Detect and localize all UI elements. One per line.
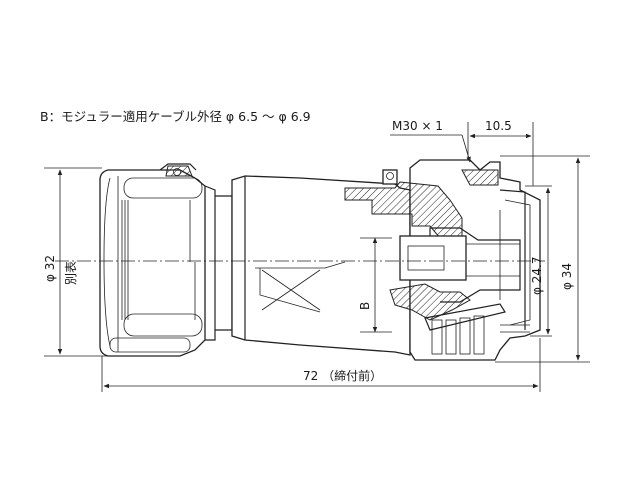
thread-label: M30 × 1 [392,119,443,133]
thread-length-label: 10.5 [485,119,512,133]
inner-diameter-dimension: φ 24.7 [525,185,552,337]
overall-length-dimension: 72 （締付前） [101,338,541,392]
outer-diameter-dimension: φ 34 [495,155,590,363]
clamp-nut [99,163,233,357]
left-diameter-label: φ 32 [43,255,57,282]
overall-length-label: 72 （締付前） [303,368,382,383]
cable-diameter-note: B：モジュラー適用ケーブル外径 φ 6.5 ～ φ 6.9 [40,109,311,124]
coupling-section [344,159,541,361]
outer-diameter-label: φ 34 [560,263,574,290]
inner-diameter-label: φ 24.7 [530,257,544,295]
thread-dimension: M30 × 1 10.5 [390,119,534,186]
left-note-label: 別表 [64,261,78,285]
tapered-body: B [231,175,411,356]
left-diameter-dimension: φ 32 別表 [43,167,108,357]
b-dimension-label: B [358,302,372,310]
